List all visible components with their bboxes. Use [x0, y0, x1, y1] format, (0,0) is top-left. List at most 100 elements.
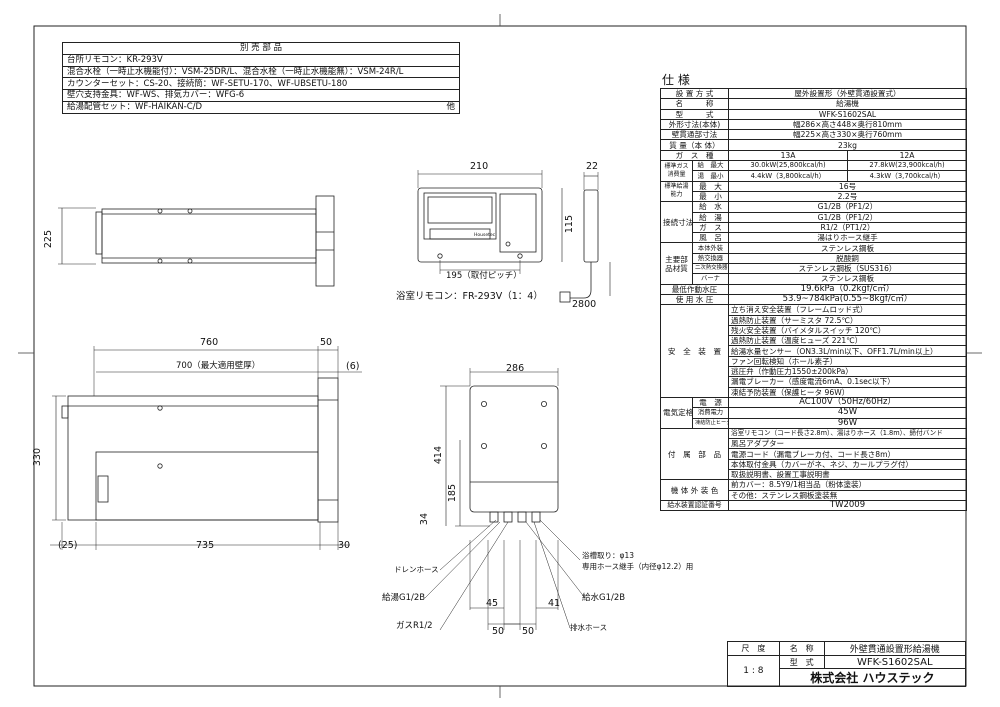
spec-value: 脱酸銅 — [728, 252, 967, 265]
spec-value: G1/2B（PF1/2） — [728, 201, 967, 213]
spec-value: AC100V（50Hz/60Hz） — [728, 396, 967, 409]
dim-225: 225 — [43, 230, 54, 249]
spec-value: 浴室リモコン（コード長さ2.8m）、湯はりホース（1.8m）、締付バンド — [728, 427, 967, 440]
dim-6: (6) — [346, 361, 360, 372]
company-name: 株式会社 ハウステック — [778, 668, 967, 687]
model-label: 型 式 — [778, 655, 825, 669]
dim-760: 760 — [200, 337, 219, 348]
spec-key: 二次熱交換器 — [692, 263, 729, 275]
spec-key: 質 量（本 体） — [660, 139, 729, 151]
spec-value: 12A — [847, 149, 967, 162]
spec-key: 最 大 — [692, 180, 729, 192]
model-number: WFK-S1602SAL — [823, 655, 967, 669]
spec-value: 屋外設置形（外壁貫通設置式） — [728, 87, 967, 100]
spec-key: 給 湯 — [692, 211, 729, 223]
spec-value: 取扱説明書、設置工事説明書 — [728, 468, 967, 481]
scale-value: 1 : 8 — [727, 655, 780, 687]
spec-value: 4.4kW（3,800kcal/h） — [728, 170, 848, 182]
spec-value: 本体取付金具（カバーがネ、ネジ、カールプラグ付） — [728, 458, 967, 470]
spec-value: 4.3kW（3,700kcal/h） — [847, 170, 967, 182]
dim-50: 50 — [492, 626, 505, 637]
spec-group: 付 属 部 品 — [660, 427, 729, 481]
name-label: 名 称 — [778, 641, 825, 656]
spec-value: ステンレス鋼板（SUS316） — [728, 263, 967, 275]
accessory-table: 別 売 部 品 台所リモコン：KR-293V 混合水栓（一時止水機能付）：VSM… — [62, 42, 460, 114]
spec-key: 名 称 — [660, 98, 729, 110]
dim-185: 185 — [447, 484, 458, 503]
spec-value: 過熱防止装置（温度ヒューズ 221℃） — [728, 335, 967, 347]
callout-gas: ガスR1/2 — [396, 621, 433, 631]
callout-bath-2: 専用ホース継手（内径φ12.2）用 — [582, 562, 694, 571]
spec-key: 使 用 水 圧 — [660, 293, 729, 306]
spec-key: 湯 最小 — [692, 170, 729, 182]
spec-value: 前カバー：8.5Y9/1相当品（粉体塗装） — [728, 479, 967, 491]
dim-50: 50 — [522, 626, 535, 637]
spec-value: 53.9~784kPa(0.55~8kgf/c㎡） — [728, 293, 967, 306]
spec-title: 仕 様 — [662, 73, 690, 87]
spec-value: 電源コード（漏電ブレーカ付、コード長さ8m） — [728, 448, 967, 460]
dim-735: 735 — [196, 540, 215, 551]
spec-key: 電 源 — [692, 396, 729, 409]
dim-115: 115 — [564, 215, 575, 234]
spec-value: 風呂アダプター — [728, 438, 967, 450]
side-view — [50, 346, 362, 550]
spec-key: 給 最大 — [692, 160, 729, 172]
accessory-row: 混合水栓（一時止水機能付）：VSM-25DR/L、混合水栓（一時止水機能無）：V… — [62, 65, 460, 79]
spec-key: 凍結防止ヒータ — [692, 417, 729, 429]
spec-value: TW2009 — [728, 499, 967, 512]
dim-50: 50 — [320, 337, 333, 348]
dim-700: 700（最大適用壁厚） — [176, 361, 261, 371]
top-side-view — [58, 195, 335, 287]
technical-drawings — [50, 170, 611, 631]
spec-group: 標準給湯能力 — [660, 180, 693, 203]
dim-22: 22 — [586, 161, 599, 172]
spec-value: ステンレス鋼板 — [728, 242, 967, 254]
spec-group: 機 体 外 装 色 — [660, 479, 729, 501]
front-view — [424, 368, 586, 631]
spec-value: R1/2（PT1/2） — [728, 221, 967, 234]
dim-41: 41 — [548, 598, 561, 609]
remote-side-view — [559, 172, 611, 303]
spec-value: 96W — [728, 417, 967, 429]
spec-value: 27.8kW(23,900kcal/h) — [847, 160, 967, 172]
spec-value: 30.0kW(25,800kcal/h) — [728, 160, 848, 172]
title-block: 尺 度 名 称 外壁貫通設置形給湯機 1 : 8 型 式 WFK-S1602SA… — [727, 641, 967, 687]
spec-value: 19.6kPa（0.2kgf/c㎡） — [728, 283, 967, 295]
spec-value: 23kg — [728, 139, 967, 151]
spec-key: 最低作動水圧 — [660, 283, 729, 295]
spec-group: 主要部品材質 — [660, 242, 693, 285]
spec-group: 電気定格 — [660, 396, 693, 429]
accessory-row: カウンターセット：CS-20、接続筒：WF-SETU-170、WF-UBSETU… — [62, 77, 460, 91]
callout-water-supply: 給水G1/2B — [582, 593, 626, 603]
spec-value: 給湯機 — [728, 98, 967, 110]
spec-value: 過熱防止装置（サーミスタ 72.5℃） — [728, 314, 967, 326]
callout-bath-1: 浴槽取り：φ13 — [582, 551, 634, 560]
dim-25: (25) — [58, 540, 78, 551]
product-name: 外壁貫通設置形給湯機 — [823, 641, 967, 656]
spec-key: ガ ス 種 — [660, 149, 729, 162]
spec-key: ガ ス — [692, 221, 729, 234]
spec-value: 13A — [728, 149, 848, 162]
spec-value: 幅225×高さ330×奥行760mm — [728, 129, 967, 141]
spec-value: ファン回転検知（ホール素子） — [728, 355, 967, 368]
spec-group: 安 全 装 置 — [660, 304, 729, 398]
spec-value: 幅286×高さ448×奥行810mm — [728, 118, 967, 131]
scale-label: 尺 度 — [727, 641, 780, 656]
spec-key: 給水装置認証番号 — [660, 499, 729, 512]
dim-45: 45 — [486, 598, 499, 609]
spec-value: 逃圧弁（作動圧力1550±200kPa） — [728, 366, 967, 378]
spec-group: 接続寸法 — [660, 201, 693, 244]
dim-330: 330 — [32, 448, 43, 467]
spec-value: 16号 — [728, 180, 967, 192]
spec-value: 立ち消え安全装置（フレームロッド式） — [728, 304, 967, 316]
spec-value: WFK-S1602SAL — [728, 108, 967, 120]
spec-key: 最 小 — [692, 190, 729, 203]
spec-value: G1/2B（PF1/2） — [728, 211, 967, 223]
dim-210: 210 — [470, 161, 489, 172]
spec-value: 2.2号 — [728, 190, 967, 203]
spec-value: その他：ステンレス鋼板塗装無 — [728, 489, 967, 501]
dim-34: 34 — [419, 513, 430, 526]
spec-key: 型 式 — [660, 108, 729, 120]
